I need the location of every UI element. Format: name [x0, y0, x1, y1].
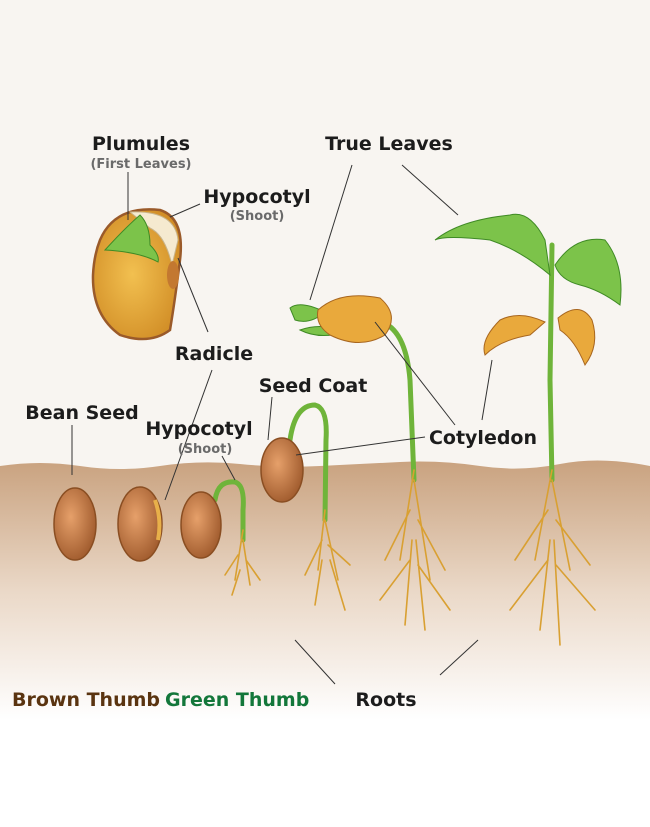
label-first-leaves: (First Leaves) [90, 157, 191, 172]
bean-seed-1 [53, 487, 97, 561]
label-shoot-top: (Shoot) [230, 209, 285, 224]
brand-brown-thumb: Brown Thumb [12, 689, 160, 711]
seedling-stage-6 [434, 213, 622, 646]
plumule-icon [103, 214, 159, 263]
brand-green-thumb: Green Thumb [165, 689, 309, 711]
seedling-stage-3 [180, 479, 261, 596]
seedling-stage-4 [260, 402, 351, 611]
seed-cross-section [91, 208, 183, 341]
seedling-stage-5 [289, 295, 451, 631]
bean-seed-2 [117, 486, 163, 562]
label-radicle: Radicle [175, 343, 253, 365]
label-plumules: Plumules [92, 133, 190, 155]
label-hypocotyl-bottom: Hypocotyl [145, 418, 252, 440]
label-hypocotyl-top: Hypocotyl [203, 186, 310, 208]
label-bean-seed: Bean Seed [25, 402, 138, 424]
label-shoot-bottom: (Shoot) [178, 442, 233, 457]
label-seed-coat: Seed Coat [259, 375, 368, 397]
label-roots: Roots [355, 689, 416, 711]
label-cotyledon: Cotyledon [429, 427, 537, 449]
label-true-leaves: True Leaves [325, 133, 453, 155]
leader-lines [71, 164, 493, 685]
